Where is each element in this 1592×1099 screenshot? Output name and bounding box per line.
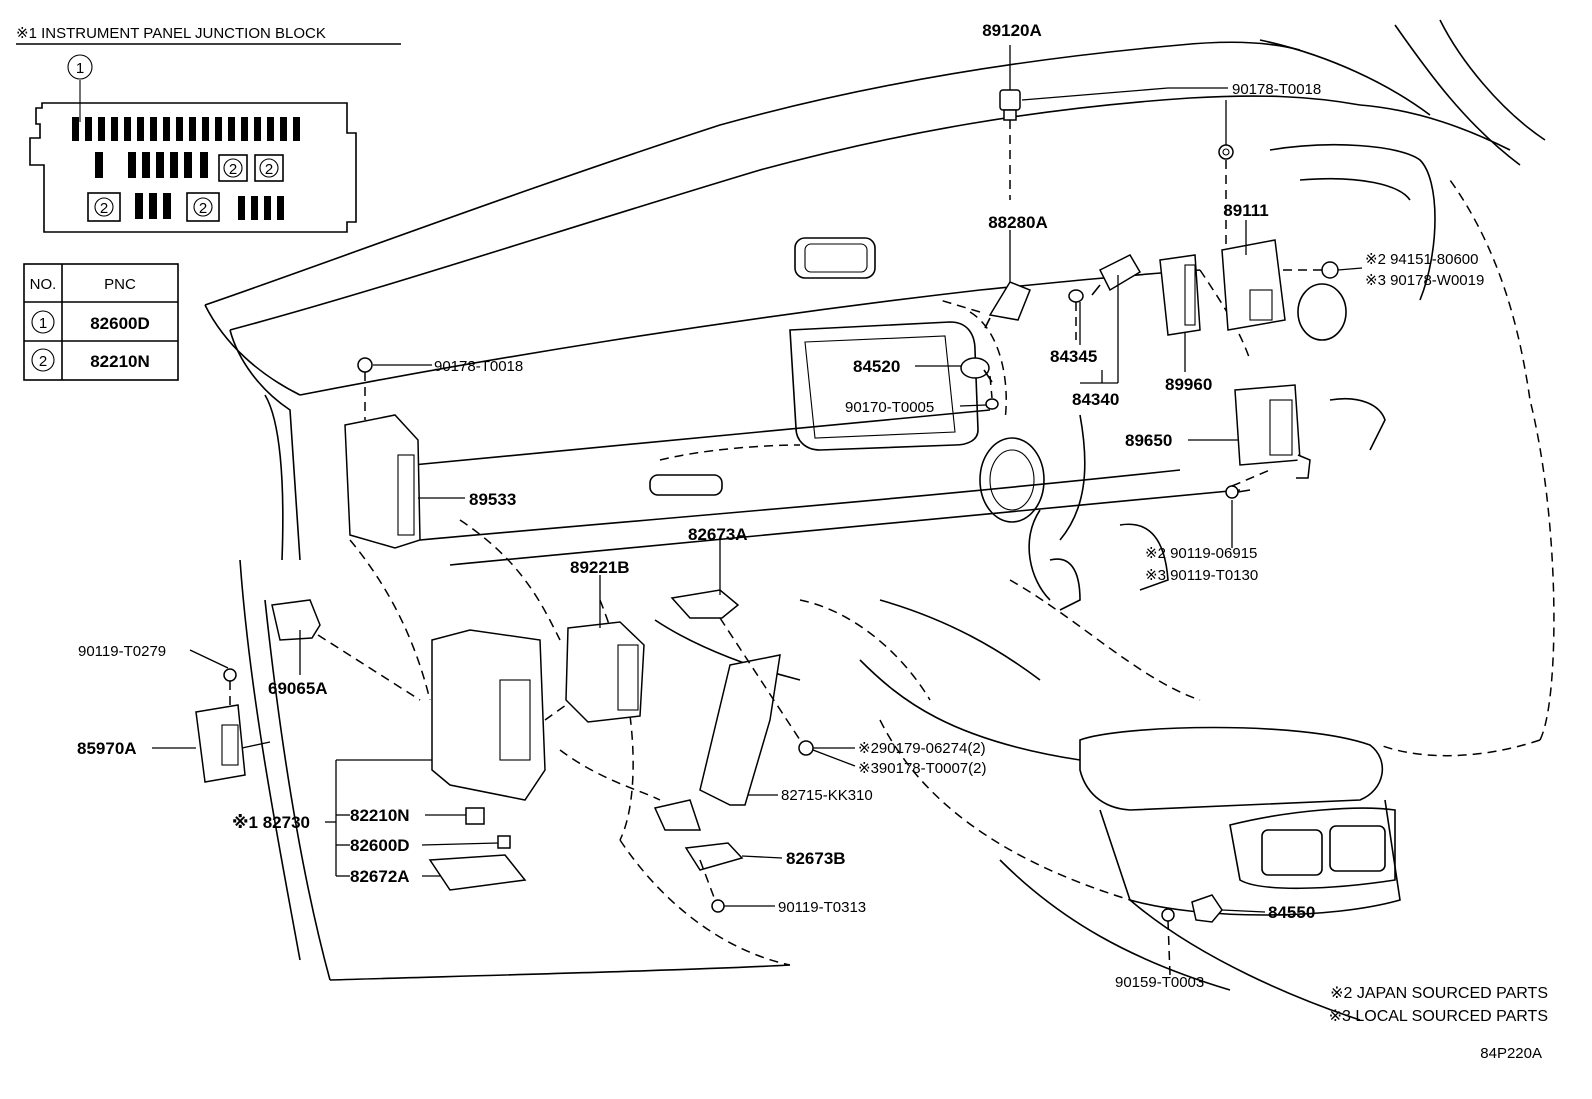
table-header-pnc: PNC [104, 276, 136, 293]
part-labels: 89120A 90178-T0018 89111 ※2 94151-80600 … [77, 21, 1484, 991]
leader-lines [152, 87, 1363, 913]
label-90178-w0019: ※3 90178-W0019 [1365, 272, 1484, 289]
note-local-sourced: ※3 LOCAL SOURCED PARTS [1329, 1008, 1548, 1025]
source-notes: ※2 JAPAN SOURCED PARTS ※3 LOCAL SOURCED … [1329, 985, 1548, 1062]
label-82672a: 82672A [350, 867, 410, 886]
label-89533: 89533 [469, 490, 516, 509]
bracket-82715-kk310-shape [699, 654, 781, 806]
relay-callout-b: 2 [265, 161, 273, 178]
bracket-82673a-shape [670, 589, 740, 619]
switch-84550-shape [1191, 894, 1223, 923]
bolt-90119-t0279-shape [223, 668, 237, 682]
relay-box-d [186, 192, 220, 222]
ecu-89650-shape [1234, 384, 1301, 466]
label-84520: 84520 [853, 357, 900, 376]
dashboard-outline [204, 19, 1555, 1021]
callout-circle-1 [67, 54, 93, 80]
fuse-row-1 [72, 117, 300, 141]
nut-90178-t0018-left-shape [357, 357, 373, 373]
label-88280a: 88280A [988, 213, 1048, 232]
fuse-row-3: 2 2 [87, 192, 284, 222]
relay-callout-d: 2 [199, 200, 207, 217]
relay-85970a-shape [195, 704, 246, 783]
cover-82672a-shape [428, 854, 527, 891]
nut-90179-shape [798, 740, 814, 756]
label-82715-kk310: 82715-KK310 [781, 787, 873, 804]
note-japan-sourced: ※2 JAPAN SOURCED PARTS [1330, 985, 1548, 1002]
label-90119-06915: ※2 90119-06915 [1145, 545, 1257, 562]
nut-90159-t0003-shape [1161, 908, 1175, 922]
junction-block-outline [29, 102, 357, 233]
table-row-1-no: 1 [39, 315, 47, 332]
label-90178-t0018-left: 90178-T0018 [434, 358, 523, 375]
junction-block-title: ※1 INSTRUMENT PANEL JUNCTION BLOCK [16, 25, 326, 42]
nut-94151-shape [1321, 261, 1339, 279]
nut-90178-t0018-top-shape [1218, 144, 1234, 160]
label-89120a: 89120A [982, 21, 1042, 40]
label-69065a: 69065A [268, 679, 328, 698]
washer-84345-shape [1068, 289, 1084, 303]
label-90159-t0003: 90159-T0003 [1115, 974, 1204, 991]
fuse-82600d-shape [497, 835, 511, 849]
bracket-82673b-shape [684, 842, 744, 871]
label-90119-t0279: 90119-T0279 [78, 643, 166, 660]
table-row-2-no: 2 [39, 353, 47, 370]
label-84340: 84340 [1072, 390, 1119, 409]
table-header-no: NO. [30, 276, 57, 293]
label-90119-t0313: 90119-T0313 [778, 899, 866, 916]
pnc-table: NO. PNC 1 82600D 2 82210N [23, 263, 179, 381]
label-89650: 89650 [1125, 431, 1172, 450]
relay-box-a [218, 154, 248, 182]
label-84550: 84550 [1268, 903, 1315, 922]
receiver-89111-shape [1221, 239, 1286, 331]
bolt-90119-06915-shape [1225, 485, 1239, 499]
relay-callout-c: 2 [100, 200, 108, 217]
label-89221b: 89221B [570, 558, 630, 577]
table-row-2-pnc: 82210N [90, 352, 150, 371]
label-82673a: 82673A [688, 525, 748, 544]
label-89960: 89960 [1165, 375, 1212, 394]
diagram-code: 84P220A [1480, 1045, 1542, 1062]
relay-88280a-shape [988, 281, 1031, 321]
part-shapes [195, 45, 1339, 923]
ecu-89960-shape [1159, 254, 1201, 336]
bolt-90119-t0313-shape [711, 899, 725, 913]
relay-callout-a: 2 [229, 161, 237, 178]
relay-82210n-shape [465, 807, 485, 825]
label-82673b: 82673B [786, 849, 846, 868]
label-90179-06274: ※290179-06274(2) [858, 740, 986, 757]
switch-84340-shape [1098, 254, 1142, 292]
junction-block-82730-shape [431, 629, 546, 801]
label-82600d: 82600D [350, 836, 410, 855]
label-82730: ※1 82730 [232, 813, 310, 832]
bracket-69065a-shape [271, 599, 321, 641]
label-84345: 84345 [1050, 347, 1097, 366]
relay-box-b [254, 154, 284, 182]
sensor-89120a-shape [999, 89, 1021, 111]
label-90170-t0005: 90170-T0005 [845, 399, 934, 416]
relay-box-c [87, 192, 121, 222]
label-90178-t0007: ※390178-T0007(2) [858, 760, 986, 777]
switch-84520-shape [960, 357, 990, 379]
ecu-89533-shape [344, 414, 421, 549]
junction-block-inset: ※1 INSTRUMENT PANEL JUNCTION BLOCK 1 [16, 25, 401, 233]
label-85970a: 85970A [77, 739, 137, 758]
ecu-89221b-shape [565, 621, 645, 723]
label-82210n: 82210N [350, 806, 410, 825]
label-89111: 89111 [1223, 201, 1268, 220]
nut-90170-t0005-shape [985, 398, 999, 410]
table-row-1-pnc: 82600D [90, 314, 150, 333]
label-94151-80600: ※2 94151-80600 [1365, 251, 1479, 268]
callout-1: 1 [76, 60, 84, 77]
installation-paths [229, 120, 1322, 976]
fuse-row-2: 2 2 [95, 152, 284, 182]
label-90178-t0018-top: 90178-T0018 [1232, 81, 1321, 98]
label-90119-t0130: ※3 90119-T0130 [1145, 567, 1258, 584]
